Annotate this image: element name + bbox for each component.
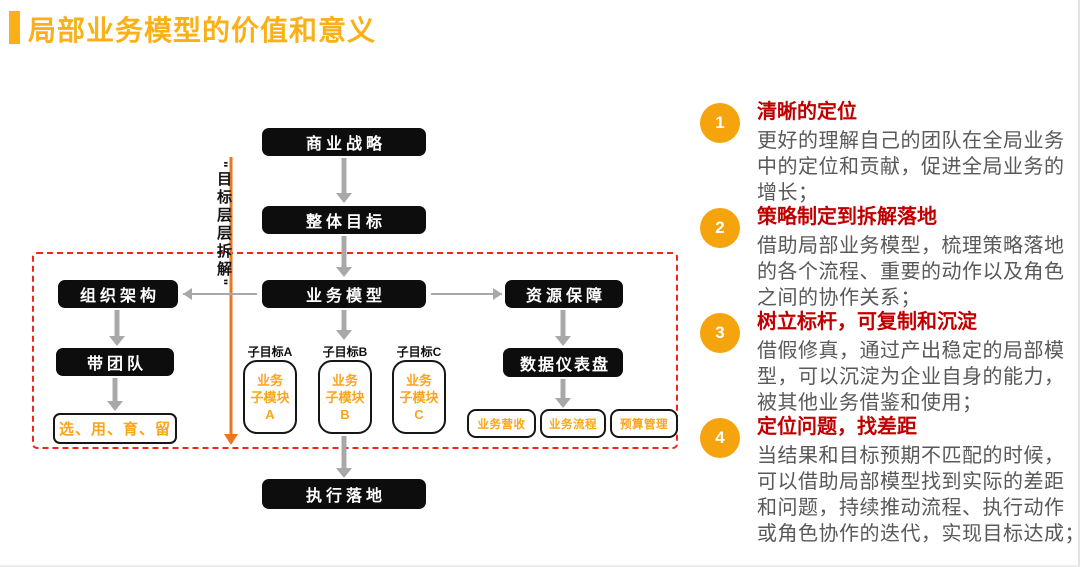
point-1-number-badge: 1 bbox=[700, 103, 740, 143]
module-c-line1: 业务 bbox=[405, 372, 432, 388]
module-b-line2: 子模块 bbox=[325, 389, 365, 405]
value-point-3: 3 树立标杆，可复制和沉淀 借假修真，通过产出稳定的局部模 型，可以沉淀为企业自… bbox=[700, 310, 1076, 416]
arrow-model-to-subgoals bbox=[335, 310, 353, 340]
arrow-org-to-team bbox=[108, 310, 126, 346]
chip-business-process: 业务流程 bbox=[540, 409, 606, 438]
point-2-body-line: 之间的协作关系； bbox=[757, 287, 921, 309]
box-sub-module-a: 业务 子模块 A bbox=[243, 360, 297, 434]
arrow-team-to-sunr bbox=[106, 378, 124, 411]
point-3-number-badge: 3 bbox=[700, 313, 740, 353]
point-2-title: 策略制定到拆解落地 bbox=[757, 206, 937, 228]
decompose-label-text: 目标层层拆解 bbox=[215, 170, 232, 279]
node-business-strategy: 商业战略 bbox=[262, 128, 426, 156]
arrow-resource-to-dashboard bbox=[554, 310, 572, 346]
node-business-model: 业务模型 bbox=[262, 280, 426, 308]
arrow-dashboard-to-chips bbox=[554, 379, 572, 408]
point-3-body-line: 被其他业务借鉴和使用； bbox=[757, 392, 983, 414]
module-a-line3: A bbox=[265, 406, 275, 422]
point-4-body-line: 当结果和目标预期不匹配的时候， bbox=[757, 445, 1065, 467]
node-lead-team: 带团队 bbox=[56, 348, 174, 376]
decompose-close-quote: " bbox=[215, 278, 231, 289]
subgoal-a-label: 子目标A bbox=[247, 345, 293, 359]
node-execution-landing: 执行落地 bbox=[262, 479, 426, 509]
module-b-line1: 业务 bbox=[331, 372, 358, 388]
decompose-open-quote: " bbox=[215, 161, 231, 171]
node-data-dashboard: 数据仪表盘 bbox=[503, 348, 623, 377]
node-resource-guarantee: 资源保障 bbox=[505, 280, 623, 308]
point-1-body-line: 增长； bbox=[757, 182, 819, 204]
subgoal-c-label: 子目标C bbox=[396, 345, 442, 359]
chip-budget-management: 预算管理 bbox=[610, 409, 678, 438]
arrow-model-to-resource bbox=[429, 288, 502, 300]
decompose-arrow-shaft bbox=[229, 157, 233, 435]
decompose-arrow-icon bbox=[224, 157, 238, 445]
dashed-scope-frame bbox=[32, 252, 678, 449]
point-1-body-line: 更好的理解自己的团队在全局业务 bbox=[757, 130, 1065, 152]
chip-business-revenue: 业务营收 bbox=[467, 409, 536, 438]
point-2-body-line: 借助局部业务模型，梳理策略落地 bbox=[757, 235, 1065, 257]
box-select-use-nurture-retain: 选、用、育、留 bbox=[53, 413, 177, 444]
arrow-goal-to-model bbox=[335, 236, 353, 277]
point-3-body-line: 型，可以沉淀为企业自身的能力， bbox=[757, 366, 1065, 388]
point-4-body-line: 可以借助局部模型找到实际的差距 bbox=[757, 471, 1065, 493]
node-overall-goal: 整体目标 bbox=[262, 206, 426, 234]
point-4-body-line: 或角色协作的迭代，实现目标达成； bbox=[757, 523, 1080, 545]
point-4-body-line: 和问题，持续推动流程、执行动作 bbox=[757, 497, 1065, 519]
arrow-submodule-to-execution bbox=[335, 436, 353, 478]
page-title: 局部业务模型的价值和意义 bbox=[28, 15, 377, 46]
point-3-body-line: 借假修真，通过产出稳定的局部模 bbox=[757, 340, 1065, 362]
arrow-strategy-to-goal bbox=[335, 158, 353, 203]
box-sub-module-b: 业务 子模块 B bbox=[318, 360, 372, 434]
node-org-structure: 组织架构 bbox=[58, 280, 178, 308]
point-1-body-line: 中的定位和贡献，促进全局业务的 bbox=[757, 156, 1065, 178]
value-point-2: 2 策略制定到拆解落地 借助局部业务模型，梳理策略落地 的各个流程、重要的动作以… bbox=[700, 205, 1076, 311]
title-accent-bar bbox=[9, 11, 20, 44]
module-c-line2: 子模块 bbox=[399, 389, 439, 405]
module-b-line3: B bbox=[340, 406, 350, 422]
box-sub-module-c: 业务 子模块 C bbox=[392, 360, 446, 434]
point-4-title: 定位问题，找差距 bbox=[757, 416, 917, 438]
value-point-1: 1 清晰的定位 更好的理解自己的团队在全局业务 中的定位和贡献，促进全局业务的 … bbox=[700, 100, 1076, 206]
value-point-4: 4 定位问题，找差距 当结果和目标预期不匹配的时候， 可以借助局部模型找到实际的… bbox=[700, 415, 1080, 547]
arrow-model-to-org bbox=[183, 288, 259, 300]
module-c-line3: C bbox=[414, 406, 424, 422]
module-a-line2: 子模块 bbox=[250, 389, 290, 405]
decompose-arrow-head bbox=[224, 434, 238, 445]
decompose-label: "目标层层拆解" bbox=[213, 161, 233, 288]
point-4-number-badge: 4 bbox=[700, 418, 740, 458]
module-a-line1: 业务 bbox=[256, 372, 283, 388]
point-2-number-badge: 2 bbox=[700, 208, 740, 248]
point-1-title: 清晰的定位 bbox=[757, 101, 857, 123]
point-3-title: 树立标杆，可复制和沉淀 bbox=[757, 311, 977, 333]
subgoal-b-label: 子目标B bbox=[322, 345, 368, 359]
point-2-body-line: 的各个流程、重要的动作以及角色 bbox=[757, 261, 1065, 283]
